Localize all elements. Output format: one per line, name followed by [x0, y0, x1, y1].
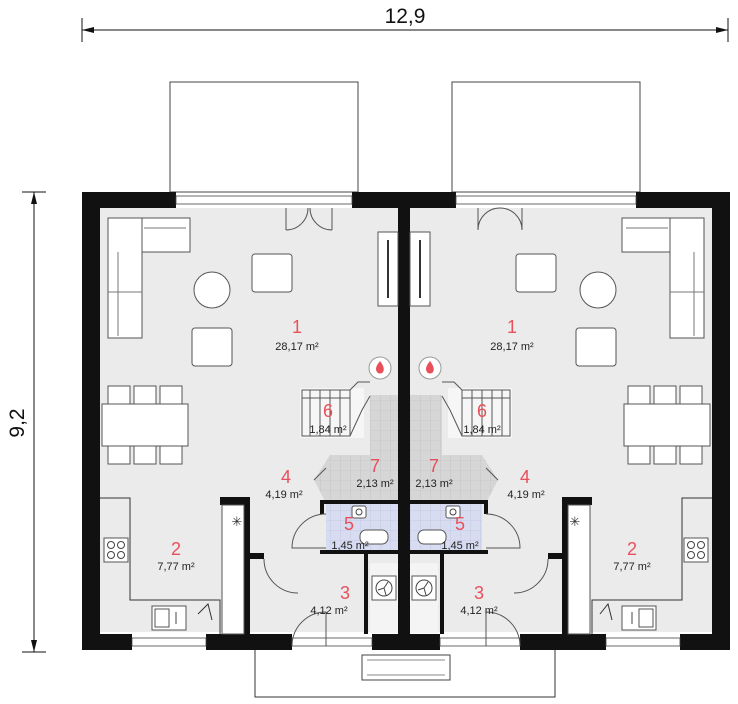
- room-labels-right: 1 28,17 m² 2 7,77 m² 3 4,12 m² 4 4,19 m²…: [415, 317, 651, 617]
- door-swings: [263, 467, 549, 647]
- kitchen-counter-left: [100, 497, 245, 635]
- entrance-porch: [254, 650, 556, 698]
- hall-left-tiles: [314, 395, 398, 503]
- room-number: 3: [474, 583, 484, 603]
- terrace-door-right: [477, 207, 523, 231]
- room-area: 28,17 m²: [490, 341, 534, 353]
- room-area: 4,12 m²: [310, 605, 348, 617]
- room-area: 2,13 m²: [415, 478, 453, 490]
- dimension-width-label: 12,9: [385, 5, 426, 28]
- coffee-table-right: [579, 271, 617, 309]
- armchair-left-bottom: [191, 327, 233, 367]
- outer-walls: [82, 192, 730, 650]
- room-area: 4,19 m²: [265, 489, 303, 501]
- bathroom-fixtures-right: [417, 505, 461, 545]
- room-area: 2,13 m²: [356, 478, 394, 490]
- room-number: 7: [370, 456, 380, 476]
- room-number: 6: [477, 401, 487, 421]
- sofa-right: [621, 217, 705, 339]
- room-area: 1,84 m²: [463, 424, 501, 436]
- terrace-left: [169, 81, 359, 193]
- room-number: 6: [323, 401, 333, 421]
- room-number: 4: [281, 467, 291, 487]
- dimension-height: 9,2: [6, 191, 46, 653]
- sofa-left: [107, 217, 191, 339]
- hob-icon: [103, 537, 129, 563]
- terrace-right: [451, 81, 641, 193]
- room-number: 7: [429, 456, 439, 476]
- hob-icon: [683, 537, 709, 563]
- stair-left: [301, 381, 371, 437]
- sink-icon: [599, 602, 657, 631]
- hall-right-tiles: [410, 395, 498, 503]
- room-number: 1: [507, 317, 517, 337]
- room-number: 2: [627, 539, 637, 559]
- room-area: 1,45 m²: [331, 540, 369, 552]
- tv-cabinet: [377, 231, 431, 307]
- room-number: 2: [171, 539, 181, 559]
- room-area: 4,12 m²: [460, 605, 498, 617]
- fireplace-icon: [418, 356, 442, 380]
- coffee-table-left: [193, 271, 231, 309]
- room-area: 7,77 m²: [613, 561, 651, 573]
- party-wall: [398, 208, 410, 634]
- bathroom-fixtures-left: [351, 505, 389, 545]
- armchair-left-top: [251, 253, 293, 293]
- room-area: 4,19 m²: [507, 489, 545, 501]
- armchair-right-top: [515, 253, 557, 293]
- room-number: 5: [455, 514, 465, 534]
- extractor-fan-icon: ✳: [232, 515, 243, 530]
- terrace-door-left: [285, 207, 333, 231]
- dimension-width: 12,9: [81, 5, 729, 42]
- dining-table-left: [101, 385, 189, 465]
- washing-machine-icon: [411, 575, 437, 601]
- sink-icon: [151, 603, 213, 631]
- room-number: 3: [340, 583, 350, 603]
- room-area: 1,84 m²: [309, 424, 347, 436]
- internal-walls: [220, 497, 592, 637]
- washing-machine-icon: [371, 575, 397, 601]
- room-area: 1,45 m²: [441, 540, 479, 552]
- armchair-right-bottom: [575, 327, 617, 367]
- extractor-fan-icon: ✳: [570, 515, 581, 530]
- dining-table-right: [623, 385, 711, 465]
- fireplace-icon: [368, 356, 392, 380]
- room-number: 1: [292, 317, 302, 337]
- kitchen-counter-right: [567, 497, 712, 635]
- stair-right: [441, 381, 511, 437]
- room-number: 5: [344, 514, 354, 534]
- dimension-height-label: 9,2: [6, 408, 29, 437]
- room-number: 4: [520, 467, 530, 487]
- room-area: 28,17 m²: [275, 341, 319, 353]
- room-labels-left: 1 28,17 m² 2 7,77 m² 3 4,12 m² 4 4,19 m²…: [157, 317, 394, 617]
- room-area: 7,77 m²: [157, 561, 195, 573]
